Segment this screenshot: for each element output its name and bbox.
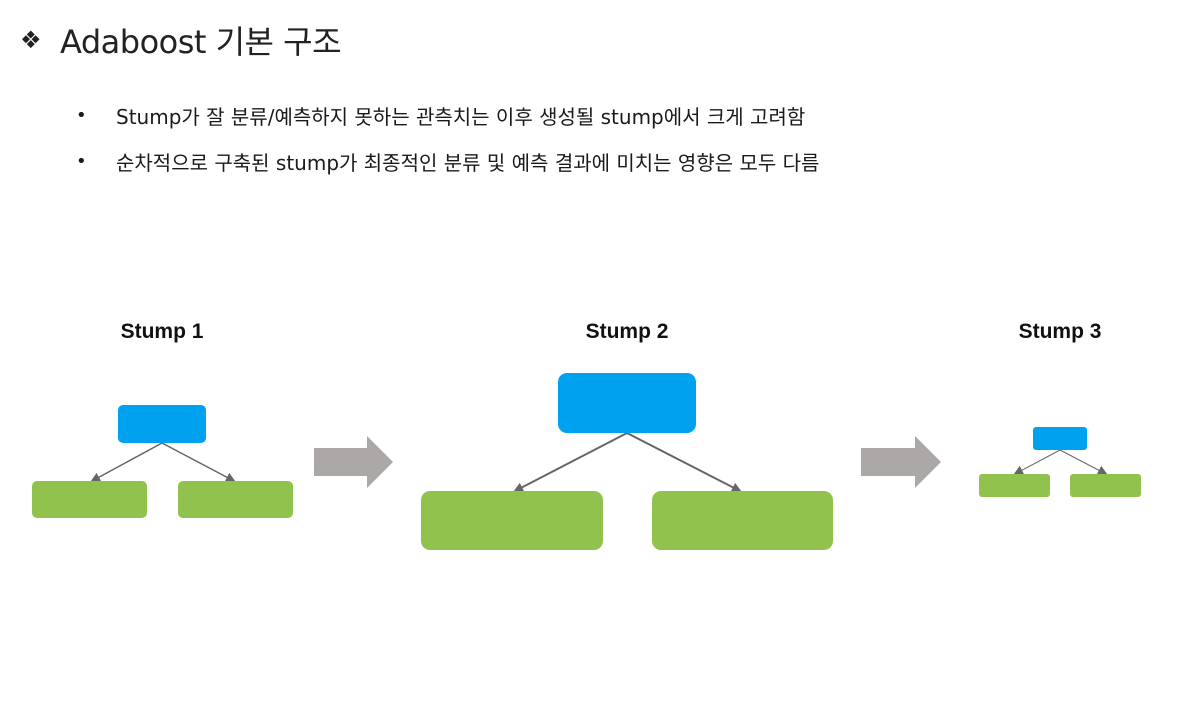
slide-title-text: Adaboost 기본 구조 — [60, 23, 342, 61]
stump-1-root-node — [118, 405, 206, 443]
slide-title: ❖ Adaboost 기본 구조 — [20, 16, 342, 64]
stump-2-left-leaf — [421, 491, 603, 550]
stump-2-left-edge — [513, 432, 628, 492]
stump-2-right-leaf — [652, 491, 833, 550]
stump-1-label: Stump 1 — [120, 320, 204, 343]
stump-1-right-edge — [161, 442, 236, 482]
stump-2-root-node — [558, 373, 696, 433]
bullet-text: 순차적으로 구축된 stump가 최종적인 분류 및 예측 결과에 미치는 영향… — [116, 150, 820, 175]
bullet-list: • Stump가 잘 분류/예측하지 못하는 관측치는 이후 생성될 stump… — [76, 92, 819, 184]
stump-3-right-leaf — [1070, 474, 1141, 497]
bullet-item: • Stump가 잘 분류/예측하지 못하는 관측치는 이후 생성될 stump… — [76, 92, 819, 138]
bullet-item: • 순차적으로 구축된 stump가 최종적인 분류 및 예측 결과에 미치는 … — [76, 138, 819, 184]
diamond-bullet-icon: ❖ — [20, 26, 42, 54]
stump-1-left-edge — [90, 442, 163, 482]
right-arrow-icon — [861, 436, 941, 488]
stump-3-left-edge — [1013, 449, 1061, 475]
right-arrow-icon — [314, 436, 393, 488]
stump-1 — [32, 405, 293, 518]
stump-2-label: Stump 2 — [585, 320, 669, 343]
bullet-text: Stump가 잘 분류/예측하지 못하는 관측치는 이후 생성될 stump에서… — [116, 104, 806, 129]
stump-1-right-leaf — [178, 481, 293, 518]
stump-3-right-edge — [1059, 449, 1108, 475]
stump-2-right-edge — [626, 432, 742, 492]
bullet-dot-icon: • — [76, 150, 87, 172]
stump-2 — [421, 373, 833, 550]
stump-1-left-leaf — [32, 481, 147, 518]
stump-3-label: Stump 3 — [1018, 320, 1102, 343]
stump-3-left-leaf — [979, 474, 1050, 497]
stump-3-root-node — [1033, 427, 1087, 450]
bullet-dot-icon: • — [76, 104, 87, 126]
stump-3 — [979, 427, 1141, 497]
